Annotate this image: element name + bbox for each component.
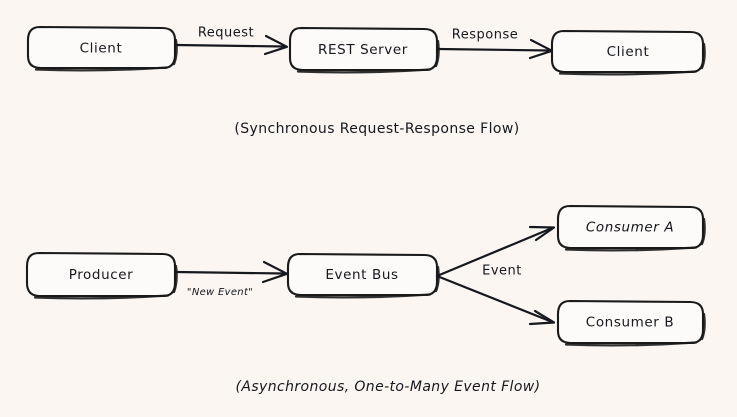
node-consumer-b-label: Consumer B bbox=[586, 315, 674, 331]
node-event-bus-label: Event Bus bbox=[325, 267, 398, 283]
edge-response-arrowhead bbox=[528, 38, 554, 60]
edge-event-to-consumer-a bbox=[435, 225, 556, 278]
edge-request-arrowhead bbox=[263, 34, 289, 56]
edge-response-label: Response bbox=[452, 28, 518, 43]
node-client-left[interactable]: Client bbox=[26, 25, 178, 72]
caption-synchronous: (Synchronous Request-Response Flow) bbox=[234, 121, 519, 137]
edge-event-to-consumer-b-line bbox=[435, 274, 553, 323]
edge-new-event-label: "New Event" bbox=[187, 287, 253, 298]
node-rest-server-label: REST Server bbox=[318, 42, 408, 58]
node-event-bus[interactable]: Event Bus bbox=[286, 252, 440, 299]
edge-new-event-arrowhead bbox=[261, 260, 289, 284]
edge-request: Request bbox=[174, 26, 289, 56]
node-client-right[interactable]: Client bbox=[550, 29, 706, 76]
edge-request-line bbox=[174, 43, 286, 48]
edge-new-event: "New Event" bbox=[174, 260, 289, 298]
edge-response-line bbox=[436, 47, 551, 52]
edge-event-to-consumer-a-line bbox=[435, 227, 553, 278]
edge-event-to-consumer-a-arrowhead bbox=[528, 225, 556, 242]
edge-request-label: Request bbox=[198, 26, 254, 41]
edge-event-to-consumer-b bbox=[435, 274, 556, 326]
node-consumer-a-label: Consumer A bbox=[586, 220, 674, 236]
edge-event-fanout-label: Event bbox=[482, 264, 522, 279]
node-producer[interactable]: Producer bbox=[25, 251, 178, 300]
node-consumer-a[interactable]: Consumer A bbox=[556, 204, 706, 252]
node-client-right-label: Client bbox=[607, 44, 650, 60]
edge-response: Response bbox=[436, 28, 554, 60]
node-rest-server[interactable]: REST Server bbox=[288, 26, 440, 74]
edge-event-to-consumer-b-arrowhead bbox=[528, 309, 556, 326]
node-client-left-label: Client bbox=[80, 41, 123, 57]
caption-asynchronous: (Asynchronous, One-to-Many Event Flow) bbox=[236, 379, 541, 395]
node-consumer-b[interactable]: Consumer B bbox=[556, 299, 706, 347]
node-producer-label: Producer bbox=[69, 267, 134, 283]
edge-new-event-line bbox=[174, 270, 286, 275]
